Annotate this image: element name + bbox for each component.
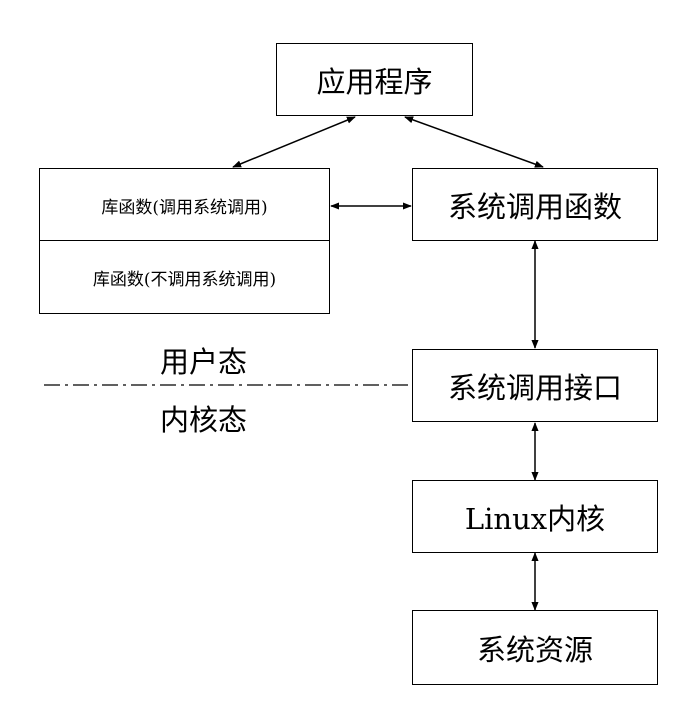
kernel-mode-label: 内核态	[160, 403, 248, 437]
syscall-func-box: 系统调用函数	[412, 168, 658, 241]
arrow-app-to-syscall-func	[404, 116, 544, 168]
resources-box: 系统资源	[412, 610, 658, 685]
arrow-app-to-lib	[232, 116, 356, 168]
syscall-iface-box: 系统调用接口	[412, 349, 658, 422]
kernel-box: Linux内核	[412, 480, 658, 553]
lib-syscall-box: 库函数(调用系统调用)	[39, 168, 330, 242]
user-mode-label: 用户态	[160, 345, 248, 379]
app-box: 应用程序	[276, 43, 473, 116]
lib-nosyscall-box: 库函数(不调用系统调用)	[39, 240, 330, 314]
